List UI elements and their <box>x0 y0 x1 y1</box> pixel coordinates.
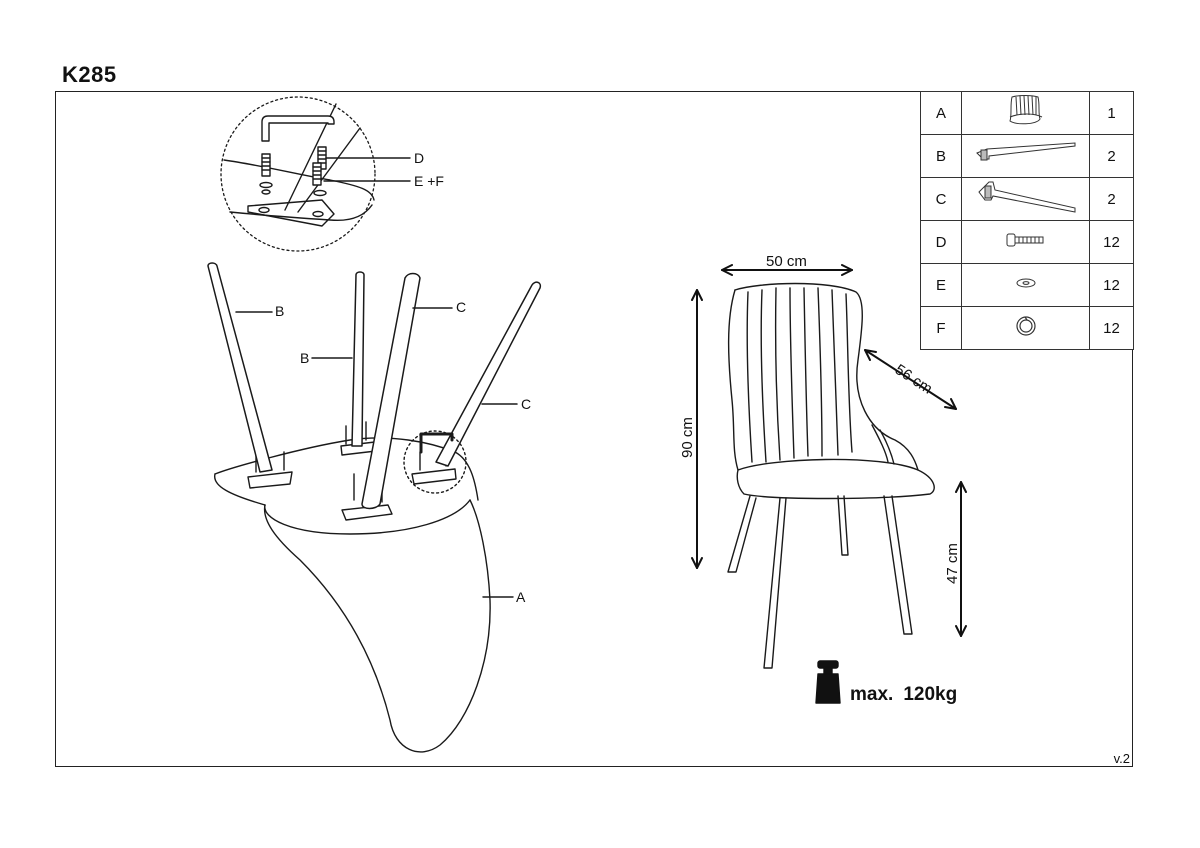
part-letter: B <box>920 134 962 178</box>
label-b-upper: B <box>275 303 284 319</box>
part-qty: 2 <box>1089 177 1134 221</box>
weight-icon <box>815 660 841 704</box>
short-leg-icon <box>961 134 1090 178</box>
max-load-label: max. 120kg <box>850 684 967 706</box>
dim-depth: 56 cm <box>892 361 936 398</box>
washer-icon <box>961 263 1090 307</box>
part-qty: 12 <box>1089 220 1134 264</box>
table-row: E 12 <box>920 263 1134 307</box>
label-b-lower: B <box>300 350 309 366</box>
label-c-upper: C <box>456 299 466 315</box>
chair-side-view <box>727 282 935 669</box>
table-row: A 1 <box>920 91 1134 135</box>
long-leg-icon <box>961 177 1090 221</box>
part-qty: 2 <box>1089 134 1134 178</box>
label-a: A <box>516 589 526 605</box>
dim-seat-height: 47 cm <box>944 543 961 584</box>
table-row: F 12 <box>920 306 1134 350</box>
label-e-f: E +F <box>414 173 444 189</box>
part-qty: 12 <box>1089 306 1134 350</box>
table-row: B 2 <box>920 134 1134 178</box>
label-c-lower: C <box>521 396 531 412</box>
max-load-value: 120kg <box>903 684 958 705</box>
spring-washer-icon <box>961 306 1090 350</box>
parts-table: A 1 B 2 C 2 <box>920 91 1134 350</box>
part-qty: 1 <box>1089 91 1134 135</box>
chair-seat-icon <box>961 91 1090 135</box>
table-row: C 2 <box>920 177 1134 221</box>
part-qty: 12 <box>1089 263 1134 307</box>
table-row: D 12 <box>920 220 1134 264</box>
detail-magnifier <box>220 96 411 252</box>
mounting-plates <box>247 421 457 521</box>
part-letter: C <box>920 177 962 221</box>
dim-height: 90 cm <box>679 417 696 458</box>
part-letter: D <box>920 220 962 264</box>
drawing-frame <box>55 91 1133 767</box>
label-d: D <box>414 150 424 166</box>
bolt-icon <box>961 220 1090 264</box>
dim-width: 50 cm <box>766 253 807 270</box>
version-label: v.2 <box>1113 751 1130 766</box>
detail-marker <box>403 430 467 494</box>
max-load-prefix: max. <box>850 684 894 705</box>
legs <box>207 262 542 510</box>
part-letter: E <box>920 263 962 307</box>
part-letter: F <box>920 306 962 350</box>
dimension-lines <box>691 264 967 637</box>
part-letter: A <box>920 91 962 135</box>
model-title: K285 <box>62 62 117 87</box>
